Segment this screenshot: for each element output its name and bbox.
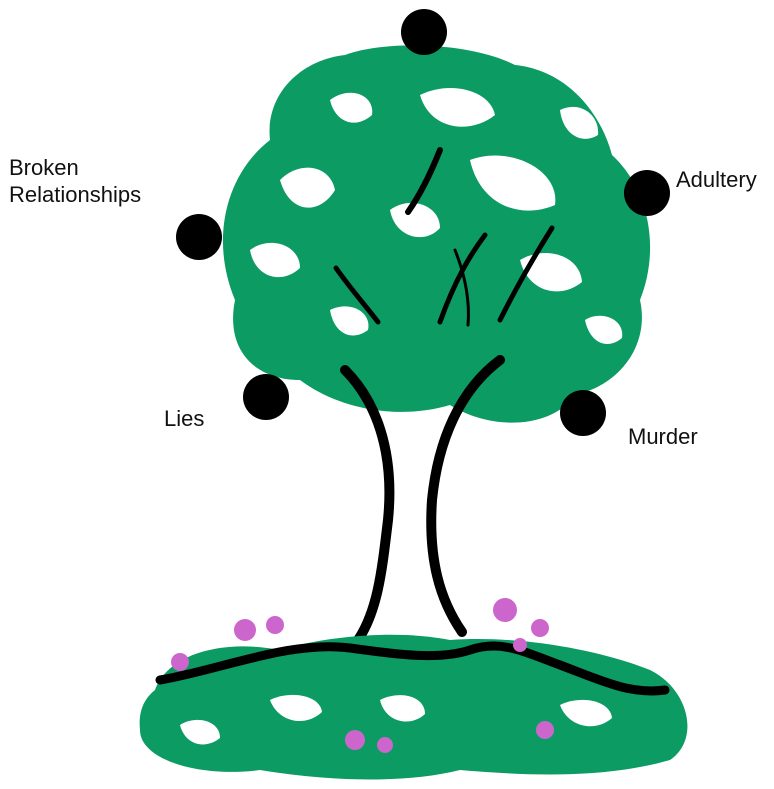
lies-dot bbox=[243, 374, 289, 420]
broken-relationships-dot bbox=[176, 214, 222, 260]
flower bbox=[493, 598, 517, 622]
broken-label-line2: Relationships bbox=[9, 181, 141, 208]
broken-label-line1: Broken bbox=[9, 154, 141, 181]
flower bbox=[377, 737, 393, 753]
adultery-dot bbox=[624, 170, 670, 216]
flower bbox=[531, 619, 549, 637]
flower bbox=[513, 638, 527, 652]
flower bbox=[536, 721, 554, 739]
lies-label: Lies bbox=[164, 405, 204, 432]
murder-label: Murder bbox=[628, 423, 698, 450]
flower bbox=[345, 730, 365, 750]
ground bbox=[140, 635, 688, 780]
flower bbox=[171, 653, 189, 671]
murder-dot bbox=[560, 390, 606, 436]
flower bbox=[234, 619, 256, 641]
canopy bbox=[223, 45, 650, 422]
broken-relationships-label: Broken Relationships bbox=[9, 154, 141, 208]
flower bbox=[266, 616, 284, 634]
adultery-label: Adultery bbox=[676, 166, 757, 193]
top-dot bbox=[401, 9, 447, 55]
